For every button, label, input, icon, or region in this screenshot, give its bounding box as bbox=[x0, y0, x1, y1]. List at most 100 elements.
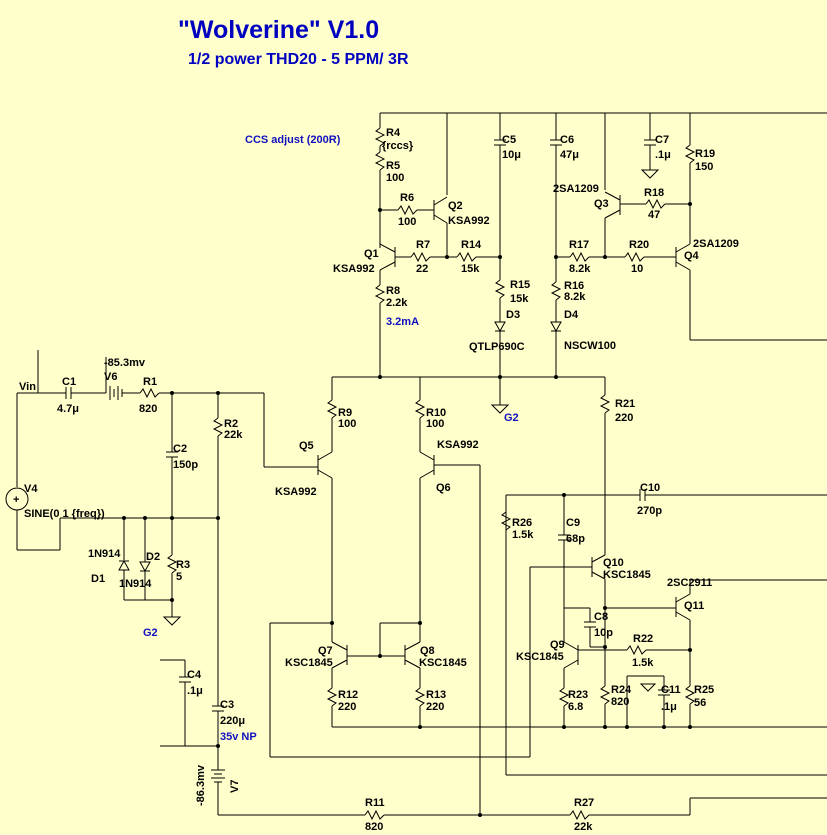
svg-text:D1: D1 bbox=[91, 573, 105, 585]
svg-text:R22: R22 bbox=[633, 633, 653, 645]
svg-text:R1: R1 bbox=[143, 376, 157, 388]
svg-text:R7: R7 bbox=[416, 239, 430, 251]
svg-text:Q4: Q4 bbox=[684, 250, 700, 262]
svg-text:22k: 22k bbox=[224, 429, 243, 441]
svg-text:820: 820 bbox=[139, 403, 157, 415]
svg-text:KSC1845: KSC1845 bbox=[603, 569, 651, 581]
svg-text:1N914: 1N914 bbox=[119, 578, 152, 590]
svg-text:220: 220 bbox=[426, 701, 444, 713]
r7-r14-resistors: R7 22 R14 15k bbox=[395, 239, 500, 275]
svg-text:-86.3mv: -86.3mv bbox=[195, 764, 207, 806]
svg-text:1N914: 1N914 bbox=[88, 548, 121, 560]
q2-transistor: Q2 KSA992 bbox=[433, 196, 490, 255]
v4-source: + V4 SINE(0 1 {freq}) bbox=[5, 483, 218, 551]
svg-text:D3: D3 bbox=[506, 309, 520, 321]
svg-text:R14: R14 bbox=[461, 239, 482, 251]
r21-resistor: R21 220 bbox=[599, 394, 635, 555]
q5-transistor: Q5 KSA992 bbox=[263, 393, 333, 640]
svg-text:100: 100 bbox=[386, 172, 404, 184]
svg-text:220: 220 bbox=[615, 412, 633, 424]
d1-diode: 1N914 D1 bbox=[88, 516, 130, 600]
r23-resistor: R23 6.8 bbox=[558, 687, 588, 727]
q4-transistor: 2SA1209 Q4 bbox=[675, 235, 827, 341]
r1-resistor: R1 820 bbox=[139, 376, 264, 415]
note-c3-rating: 35v NP bbox=[220, 731, 257, 743]
svg-text:D4: D4 bbox=[564, 309, 579, 321]
c9-capacitor: C9 68p bbox=[558, 493, 585, 636]
svg-text:G2: G2 bbox=[504, 412, 519, 424]
v7-source: V7 -86.3mv bbox=[195, 764, 241, 815]
svg-text:15k: 15k bbox=[461, 263, 480, 275]
d3-led: D3 QTLP690C bbox=[469, 309, 525, 405]
svg-text:6.8: 6.8 bbox=[568, 701, 583, 713]
svg-text:V6: V6 bbox=[104, 371, 117, 383]
svg-text:C3: C3 bbox=[220, 699, 234, 711]
svg-text:R19: R19 bbox=[695, 148, 715, 160]
svg-text:-85.3mv: -85.3mv bbox=[104, 357, 146, 369]
svg-text:C7: C7 bbox=[655, 134, 669, 146]
svg-text:Q7: Q7 bbox=[318, 645, 333, 657]
svg-text:C4: C4 bbox=[187, 669, 202, 681]
svg-text:8.2k: 8.2k bbox=[569, 263, 591, 275]
svg-text:10p: 10p bbox=[594, 627, 613, 639]
svg-text:47μ: 47μ bbox=[560, 149, 579, 161]
svg-text:C6: C6 bbox=[560, 134, 574, 146]
svg-text:270p: 270p bbox=[637, 505, 662, 517]
q1-transistor: Q1 KSA992 bbox=[333, 243, 396, 285]
d4-led: D4 NSCW100 bbox=[550, 309, 616, 377]
svg-text:.1μ: .1μ bbox=[655, 149, 671, 161]
c11-capacitor: C11 .1μ bbox=[626, 675, 681, 727]
svg-text:C2: C2 bbox=[173, 443, 187, 455]
d2-diode: D2 1N914 bbox=[119, 516, 172, 601]
svg-text:820: 820 bbox=[611, 696, 629, 708]
svg-text:R12: R12 bbox=[338, 689, 358, 701]
svg-text:C10: C10 bbox=[640, 482, 660, 494]
svg-text:5: 5 bbox=[176, 571, 182, 583]
r16-resistor: R16 8.2k bbox=[550, 280, 586, 322]
svg-text:Q10: Q10 bbox=[603, 557, 624, 569]
svg-text:R25: R25 bbox=[694, 684, 714, 696]
svg-text:22: 22 bbox=[416, 263, 428, 275]
svg-text:100: 100 bbox=[426, 418, 444, 430]
svg-text:Q9: Q9 bbox=[550, 639, 565, 651]
r6-resistor: R6 100 bbox=[378, 192, 434, 228]
svg-text:R16: R16 bbox=[564, 280, 584, 292]
svg-text:SINE(0 1 {freq}): SINE(0 1 {freq}) bbox=[24, 508, 105, 520]
svg-text:R3: R3 bbox=[176, 559, 190, 571]
svg-text:R27: R27 bbox=[574, 797, 594, 809]
r25-resistor: R25 56 bbox=[684, 684, 714, 727]
q9-transistor: Q9 KSC1845 bbox=[516, 636, 579, 688]
c7-capacitor: C7 .1μ bbox=[640, 134, 671, 179]
svg-text:R11: R11 bbox=[365, 797, 385, 809]
r22-resistor: R22 1.5k bbox=[578, 633, 692, 669]
svg-text:2SA1209: 2SA1209 bbox=[553, 183, 599, 195]
r19-resistor: R19 150 bbox=[684, 144, 715, 235]
svg-text:220μ: 220μ bbox=[220, 715, 245, 727]
svg-text:Q2: Q2 bbox=[448, 200, 463, 212]
v6-source: V6 -85.3mv bbox=[104, 357, 146, 400]
svg-text:R24: R24 bbox=[611, 684, 632, 696]
r27-resistor: R27 22k bbox=[569, 797, 827, 833]
c6-capacitor: C6 47μ bbox=[550, 134, 579, 282]
svg-text:G2: G2 bbox=[143, 627, 158, 639]
svg-text:R9: R9 bbox=[338, 407, 352, 419]
svg-text:R23: R23 bbox=[568, 689, 588, 701]
r9-resistor: R9 100 bbox=[326, 399, 356, 447]
svg-text:Q6: Q6 bbox=[436, 482, 451, 494]
r17-r20-resistors: R17 8.2k R20 10 bbox=[556, 239, 676, 275]
svg-text:R5: R5 bbox=[386, 160, 400, 172]
q6-transistor: KSA992 Q6 bbox=[419, 439, 481, 815]
svg-text:R4: R4 bbox=[386, 127, 401, 139]
page-subtitle: 1/2 power THD20 - 5 PPM/ 3R bbox=[188, 51, 409, 68]
svg-text:R8: R8 bbox=[386, 285, 400, 297]
svg-text:47: 47 bbox=[648, 209, 660, 221]
c3-capacitor: C3 220μ 35v NP bbox=[212, 699, 257, 770]
svg-text:+: + bbox=[13, 494, 19, 506]
svg-text:C5: C5 bbox=[502, 134, 516, 146]
svg-text:R21: R21 bbox=[615, 398, 635, 410]
c1-capacitor: C1 4.7μ bbox=[57, 376, 106, 415]
input-wires: Vin bbox=[16, 350, 60, 487]
ground-symbol-1: G2 bbox=[490, 404, 519, 424]
